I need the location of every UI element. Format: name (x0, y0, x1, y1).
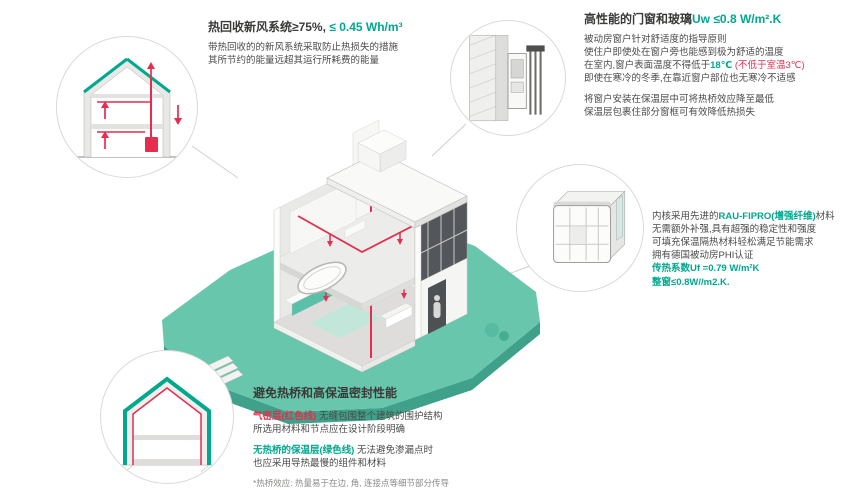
supply-arrow (401, 293, 407, 299)
thermal-body-line: 气密层(红色线) 无缝包围整个建筑的围护结构 (253, 410, 563, 423)
thermal-body: 气密层(红色线) 无缝包围整个建筑的围护结构 所选用材料和节点应在设计阶段明确 … (253, 410, 563, 490)
insulation-layer (495, 34, 509, 122)
reinforcement-chamber (569, 225, 587, 245)
ventilation-title: 热回收新风系统≥75%, ≤ 0.45 Wh/m³ (208, 20, 488, 36)
wall-hatching (469, 34, 496, 118)
window-profile-icon (552, 190, 626, 264)
plinth-edge-right (361, 339, 416, 373)
profile-core-text-post: 材料 (815, 211, 835, 222)
ventilation-body: 带热回收的的新风系统采取防止热损失的措施 其所节约的能量远超其运行所耗费的能量 (208, 41, 488, 67)
ventilation-section-icon (73, 57, 182, 158)
sofa (379, 302, 413, 329)
windows-body-line: 被动房窗户针对舒适度的指导原则 (584, 33, 727, 45)
frame-chamber (510, 59, 524, 79)
profile-uf-value: 传热系数Uf =0.79 W/m²K (652, 263, 760, 275)
window-installation-section-icon (469, 34, 545, 122)
ventilation-body-line: 其所节约的能量远超其运行所耗费的能量 (208, 54, 380, 66)
airtight-layer-red-line (132, 387, 202, 465)
ventilation-title-text: 热回收新风系统≥75%, (208, 20, 326, 34)
profile-core-text: 内核采用先进的 (652, 211, 719, 222)
airflow-arrows (97, 62, 182, 149)
wall-band (124, 378, 210, 466)
thermal-body-line: 无热桥的保温层(绿色线) 无法避免渗漏点时 (253, 444, 563, 457)
supply-arrow (323, 296, 329, 302)
bathtub (297, 261, 347, 295)
profile-uw-value: 整窗≤0.8W//m2.K. (652, 276, 730, 288)
triple-glazing (529, 51, 542, 115)
rooftop-box (357, 129, 407, 173)
thermal-detail-circle (100, 350, 234, 484)
airtight-layer-label: 气密层(红色线) (253, 410, 317, 422)
right-wing (414, 201, 468, 341)
airtight-layer-text: 无缝包围整个建筑的围护结构 (316, 410, 443, 422)
thermal-body-line: 也应采用导热最慢的组件和材料 (253, 457, 387, 469)
callout-profile: 内核采用先进的RAU-FIPRO(增强纤维)材料 无需额外补强,具有超强的稳定性… (652, 210, 864, 289)
glazing-head (526, 45, 545, 52)
profile-body-line: 可填充保温隔热材料轻松满足节能需求 (652, 237, 814, 249)
floor-slab (91, 94, 163, 98)
flat-roof (326, 129, 468, 229)
windows-body: 被动房窗户针对舒适度的指导原则 使住户即使处在窗户旁也能感到极为舒适的温度 在室… (584, 33, 862, 120)
profile-body-line: 无需额外补强,具有超强的稳定性和强度 (652, 224, 817, 236)
windows-body-line: 使住户即使处在窗户旁也能感到极为舒适的温度 (584, 46, 784, 58)
ventilation-detail-circle (56, 36, 198, 178)
windows-body-line: 在室内,窗户表面温度不得低于18℃ (不低于室温3℃) (584, 59, 862, 72)
insulation-layer-text: 无法避免渗漏点时 (354, 444, 433, 456)
thermal-title: 避免热桥和高保温密封性能 (253, 386, 398, 400)
windows-body-line: 即使在寒冷的冬季,在靠近窗户部位也无寒冷不适感 (584, 72, 796, 84)
wall-section (469, 34, 497, 122)
callout-thermal: 避免热桥和高保温密封性能 气密层(红色线) 无缝包围整个建筑的围护结构 所选用材… (253, 386, 563, 490)
windows-title-text: 高性能的门窗和玻璃 (584, 12, 693, 26)
insulation-section-icon (111, 376, 223, 473)
window-profile-circle (516, 164, 644, 292)
profile-body: 内核采用先进的RAU-FIPRO(增强纤维)材料 无需额外补强,具有超强的稳定性… (652, 210, 864, 289)
thermal-footnote: *热桥效应: 热量易于在边, 角, 连接点等细节部分传导 (253, 478, 449, 489)
windows-body-line: 保温层包裹住部分窗框可有效降低热损失 (584, 107, 756, 119)
windows-temp-text: 在室内,窗户表面温度不得低于 (584, 59, 711, 71)
cut-edges (273, 206, 416, 373)
profile-material-name: RAU-FIPRO(增强纤维) (718, 211, 816, 222)
floor-slab (133, 435, 201, 440)
window-section-detail-circle (450, 20, 566, 136)
cut-wall-edge-left (273, 206, 281, 323)
washbasin (344, 219, 366, 239)
windows-temp-note: (不低于室温3℃) (732, 59, 805, 71)
roof-insulation-line (83, 57, 128, 94)
person-figure (433, 295, 441, 318)
floor-slab (91, 124, 163, 129)
windows-title-value: Uw ≤0.8 W/m².K (692, 12, 782, 26)
profile-body-line: 内核采用先进的RAU-FIPRO(增强纤维)材料 (652, 210, 864, 223)
house-cutaway-illustration (162, 119, 540, 424)
profile-body-line: 拥有德国被动房PHI认证 (652, 250, 754, 262)
thermal-body-line: 所选用材料和节点应在设计阶段明确 (253, 423, 406, 435)
leader-line-ventilation (191, 145, 239, 179)
cut-wall-edge-right (414, 224, 422, 341)
leader-line-window-section (431, 123, 467, 157)
windows-body-line: 将窗户安装在保温层中可将热桥效应降至最低 (584, 94, 775, 106)
windows-title: 高性能的门窗和玻璃Uw ≤0.8 W/m².K (584, 12, 862, 28)
insulation-layer-label: 无热桥的保温层(绿色线) (253, 444, 355, 456)
floor-rug (310, 303, 380, 338)
facade-mullions (414, 208, 468, 278)
glass-pane-edge (616, 194, 623, 241)
callout-ventilation: 热回收新风系统≥75%, ≤ 0.45 Wh/m³ 带热回收的的新风系统采取防止… (208, 20, 488, 67)
callout-windows: 高性能的门窗和玻璃Uw ≤0.8 W/m².K 被动房窗户针对舒适度的指导原则 … (584, 12, 862, 119)
roof-insulation-line (126, 57, 171, 94)
frame-chamber (510, 81, 524, 93)
hrv-unit (145, 137, 158, 152)
ground-slab (133, 459, 201, 465)
insulation-layer-green-line (123, 376, 211, 465)
ventilation-title-value: ≤ 0.45 Wh/m³ (325, 20, 403, 34)
ventilation-body-line: 带热回收的的新风系统采取防止热损失的措施 (208, 41, 399, 53)
windows-temp-value: 18℃ (710, 59, 733, 71)
shrubs (485, 323, 509, 341)
ground-hatching (112, 464, 222, 473)
